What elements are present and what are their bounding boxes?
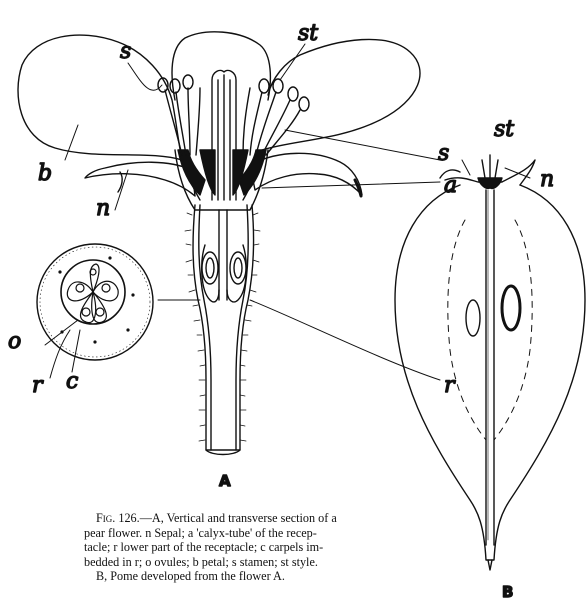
ovule-right (230, 252, 246, 284)
label-pome-stamen: s (438, 141, 449, 166)
hairs (185, 213, 260, 441)
left-petal (18, 35, 182, 160)
label-carpels: c (66, 369, 78, 394)
caption-line-1: Fig. 126.—A, Vertical and transverse sec… (84, 511, 434, 526)
label-receptacle: r (444, 373, 456, 398)
right-petal (262, 39, 420, 150)
seed-left (466, 300, 480, 336)
label-pome-style: st (494, 117, 514, 142)
figure-caption: Fig. 126.—A, Vertical and transverse sec… (84, 511, 434, 584)
caption-line-4: bedded in r; o ovules; b petal; s stamen… (84, 555, 434, 570)
receptacle (193, 205, 254, 450)
transverse-section (37, 244, 153, 360)
caption-line-5: B, Pome developed from the flower A. (84, 569, 434, 584)
label-calyx-tube: a (444, 173, 457, 198)
label-petal: b (38, 161, 52, 186)
label-pome-sepal: n (540, 167, 554, 192)
label-stamen: s (120, 39, 131, 64)
caption-line-2: pear flower. n Sepal; a 'calyx-tube' of … (84, 526, 434, 541)
panel-label-b: B (502, 583, 513, 599)
label-receptacle-section: r (32, 373, 44, 398)
caption-line-3: tacle; r lower part of the receptacle; c… (84, 540, 434, 555)
ovule-left (202, 252, 218, 284)
label-ovules: o (8, 329, 21, 354)
panel-label-a: A (219, 472, 231, 490)
label-sepal: n (96, 196, 110, 221)
back-petal (172, 32, 270, 100)
stamens (158, 75, 309, 155)
pome-outline (395, 185, 585, 560)
caption-fig-number: Fig. 126.— (96, 511, 152, 525)
seed-right (502, 286, 520, 330)
label-style: st (298, 21, 318, 46)
pome-section-b (395, 155, 585, 570)
